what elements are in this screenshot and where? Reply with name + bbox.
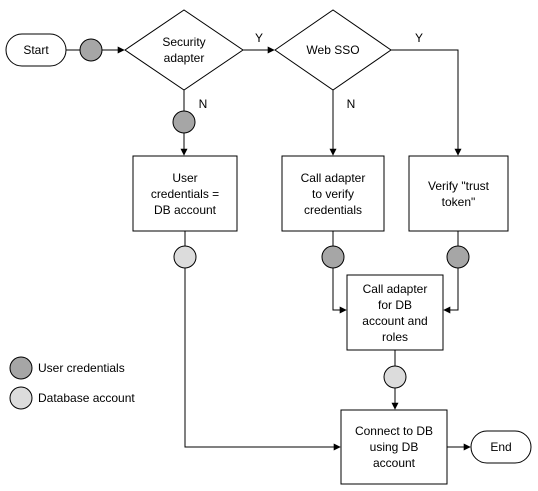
start-label: Start [23,43,49,57]
security-no-label: N [198,97,208,111]
web-sso-label: Web SSO [306,43,360,57]
database-account-marker-center [383,365,407,389]
legend-database-account-icon [9,386,33,410]
edge-usercred-to-connect [184,268,341,451]
call-adapter-verify-label: Call adapter to verify credentials [300,170,366,217]
legend-user-credentials-icon [9,356,33,380]
websso-yes-label: Y [414,31,423,45]
verify-trust-token-box [408,155,509,232]
legend-database-account-label: Database account [38,391,135,405]
connect-db-label: Connect to DB using DB account [354,424,434,470]
end-terminal [470,430,532,464]
edge-trust-to-calldb [443,268,459,314]
edge-websso-yes [391,49,462,156]
user-credentials-marker-start [79,38,103,62]
edge-verify-to-calldb [332,268,347,314]
legend-user-credentials-label: User credentials [38,361,125,375]
call-adapter-db-label: Call adapter for DB account and roles [362,281,428,344]
database-account-marker-left [173,245,197,269]
end-label: End [490,440,512,454]
verify-trust-token-label: Verify "trust token" [428,178,489,209]
call-adapter-db-box [346,274,444,351]
websso-no-label: N [346,97,356,111]
connect-db-box [340,409,448,485]
security-yes-label: Y [254,31,263,45]
security-adapter-label: Security adapter [162,35,206,65]
user-credentials-box-label: User credentials = DB account [150,170,220,217]
user-credentials-box [132,155,238,232]
user-credentials-marker-verify [321,245,345,269]
user-credentials-marker-security [172,110,196,134]
user-credentials-marker-trust [446,245,470,269]
